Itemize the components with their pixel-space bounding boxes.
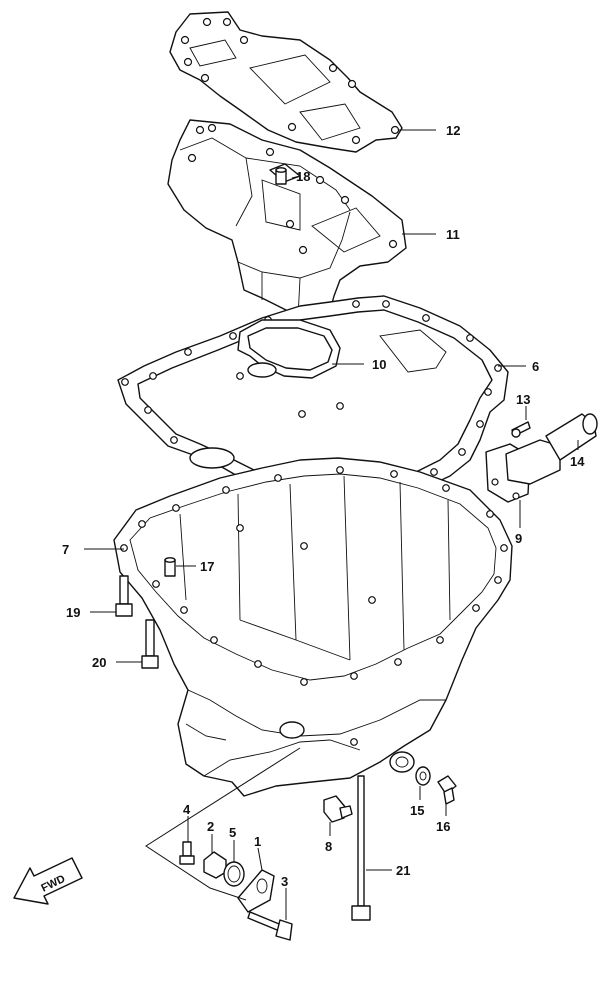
plug-part-16 (437, 775, 457, 805)
part-label-12: 12 (446, 123, 460, 138)
part-label-7: 7 (62, 542, 69, 557)
collar-part-2 (203, 851, 227, 879)
bolt-part-19 (115, 575, 133, 617)
part-label-2: 2 (207, 819, 214, 834)
part-label-3: 3 (281, 874, 288, 889)
part-label-6: 6 (532, 359, 539, 374)
part-label-15: 15 (410, 803, 424, 818)
bolt-part-20 (141, 619, 159, 669)
upper-housing-part-11 (167, 119, 407, 327)
leader-lines (84, 129, 579, 920)
washer-part-15 (415, 766, 431, 786)
bolt-part-3 (247, 911, 293, 941)
part-label-20: 20 (92, 655, 106, 670)
oil-pan-part-7 (113, 457, 513, 797)
part-label-17: 17 (200, 559, 214, 574)
part-label-4: 4 (183, 802, 191, 817)
gasket-part-12 (169, 11, 403, 153)
part-label-18: 18 (296, 169, 310, 184)
gasket-part-6 (117, 295, 509, 511)
part-label-21: 21 (396, 863, 410, 878)
part-label-10: 10 (372, 357, 386, 372)
part-label-1: 1 (254, 834, 261, 849)
part-labels: 12 18 11 10 6 13 14 9 7 17 19 20 4 2 5 1… (62, 123, 585, 889)
part-label-19: 19 (66, 605, 80, 620)
o-ring-part-5 (223, 861, 245, 887)
cover-part-1 (237, 869, 275, 913)
side-fitting-parts-9-13-14 (485, 413, 598, 503)
gasket-part-10 (237, 319, 341, 379)
part-label-5: 5 (229, 825, 236, 840)
bolt-part-21 (351, 775, 371, 921)
part-label-11: 11 (446, 227, 460, 242)
part-label-8: 8 (325, 839, 332, 854)
part-label-16: 16 (436, 819, 450, 834)
part-label-14: 14 (570, 454, 585, 469)
part-label-13: 13 (516, 392, 530, 407)
part-label-9: 9 (515, 531, 522, 546)
fitting-part-8 (323, 795, 353, 823)
fwd-arrow-icon: FWD (13, 857, 83, 905)
bolt-part-4 (179, 841, 195, 865)
